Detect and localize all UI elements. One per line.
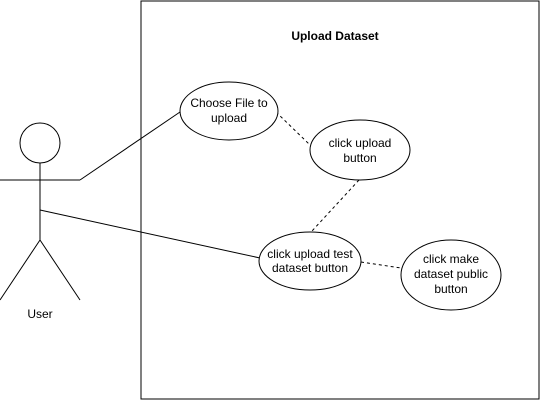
relation-line-test-to-public: [360, 261, 402, 269]
use-case-click-upload-test-line1: click upload test: [267, 247, 353, 261]
use-case-click-upload-line2: button: [343, 151, 376, 165]
use-case-choose-file-ellipse: [179, 81, 279, 141]
use-case-click-make-public-line1: click make: [423, 252, 479, 266]
actor-user: User: [0, 122, 81, 321]
use-case-choose-file-line1: Choose File to: [190, 96, 268, 110]
actor-left-leg: [0, 239, 41, 301]
relation-line-choose-to-upload: [275, 111, 310, 145]
use-case-click-upload-ellipse: [309, 119, 411, 181]
system-title: Upload Dataset: [291, 29, 378, 43]
use-case-click-upload-line1: click upload: [329, 136, 392, 150]
actor-head: [19, 122, 61, 164]
actor-right-leg: [39, 239, 81, 301]
use-case-choose-file-line2: upload: [211, 111, 247, 125]
association-line-choose-file: [79, 111, 181, 181]
use-case-choose-file: Choose File to upload: [179, 81, 279, 141]
use-case-click-make-public-line3: button: [434, 282, 467, 296]
use-case-click-upload-test: click upload test dataset button: [258, 231, 362, 291]
use-case-click-upload-test-ellipse: [258, 231, 362, 291]
association-line-upload-test: [39, 209, 261, 259]
system-boundary: [140, 0, 540, 400]
use-case-click-make-public: click make dataset public button: [400, 239, 502, 311]
use-case-click-upload: click upload button: [309, 119, 411, 181]
use-case-click-make-public-line2: dataset public: [414, 267, 488, 281]
use-case-click-make-public-ellipse: [400, 239, 502, 311]
use-case-click-upload-test-line2: dataset button: [272, 261, 348, 275]
actor-label: User: [27, 307, 52, 321]
